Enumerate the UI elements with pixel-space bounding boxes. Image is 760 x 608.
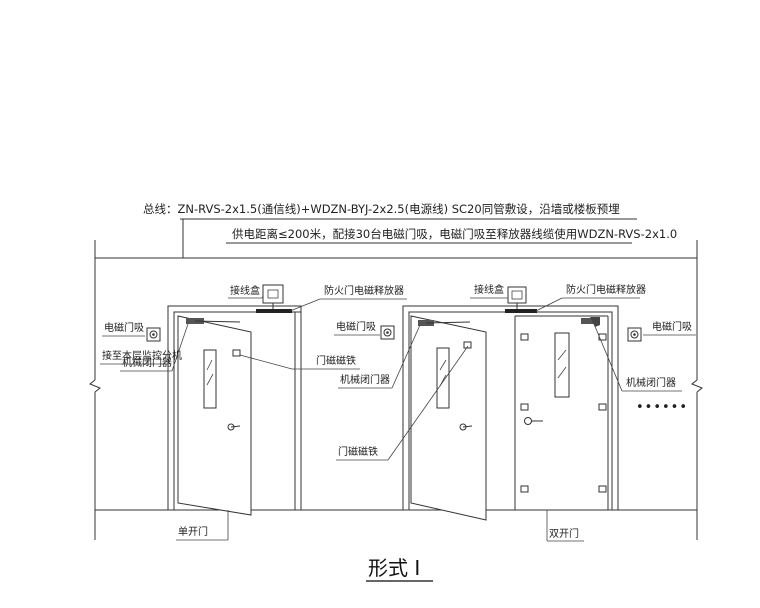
door-window bbox=[554, 332, 570, 398]
label-monitor: 接至本层监控分机 bbox=[102, 349, 182, 362]
door-holder-device bbox=[146, 327, 161, 342]
releaser-device bbox=[256, 309, 292, 313]
label-door-type-single: 单开门 bbox=[178, 525, 208, 538]
door-holder-device bbox=[380, 325, 395, 340]
label-magnet: 门磁磁铁 bbox=[338, 445, 378, 458]
releaser-device bbox=[505, 309, 537, 313]
door-magnet-plate bbox=[232, 349, 241, 357]
door-holder-device bbox=[627, 327, 642, 342]
door-leaf bbox=[410, 315, 487, 521]
label-door-type-double: 双开门 bbox=[549, 527, 579, 540]
door-window bbox=[203, 349, 217, 409]
cable-spec-line1: 总线：ZN-RVS-2x1.5(通信线)+WDZN-BYJ-2x2.5(电源线)… bbox=[143, 202, 620, 216]
label-door-holder: 电磁门吸 bbox=[336, 320, 376, 333]
double-door-assembly bbox=[380, 286, 642, 521]
door-closer bbox=[581, 318, 597, 324]
label-junction-box: 接线盒 bbox=[230, 284, 260, 297]
door-window bbox=[436, 347, 450, 409]
ellipsis-more-doors: •••••• bbox=[636, 400, 688, 415]
single-door-assembly bbox=[146, 284, 302, 516]
label-magnet: 门磁磁铁 bbox=[316, 354, 356, 367]
label-door-holder: 电磁门吸 bbox=[652, 320, 692, 333]
label-junction-box: 接线盒 bbox=[474, 283, 504, 296]
label-closer: 机械闭门器 bbox=[626, 376, 676, 389]
label-closer: 机械闭门器 bbox=[122, 356, 172, 369]
label-closer: 机械闭门器 bbox=[340, 373, 390, 386]
form-title: 形式 I bbox=[368, 556, 420, 580]
junction-box bbox=[262, 284, 284, 304]
door-leaf bbox=[177, 315, 252, 516]
label-door-holder: 电磁门吸 bbox=[104, 321, 144, 334]
label-releaser: 防火门电磁释放器 bbox=[324, 284, 404, 297]
junction-box bbox=[507, 286, 527, 304]
cable-spec-line2: 供电距离≤200米，配接30台电磁门吸，电磁门吸至释放器线缆使用WDZN-RVS… bbox=[232, 227, 677, 241]
label-releaser: 防火门电磁释放器 bbox=[566, 283, 646, 296]
door-handle bbox=[524, 417, 532, 425]
